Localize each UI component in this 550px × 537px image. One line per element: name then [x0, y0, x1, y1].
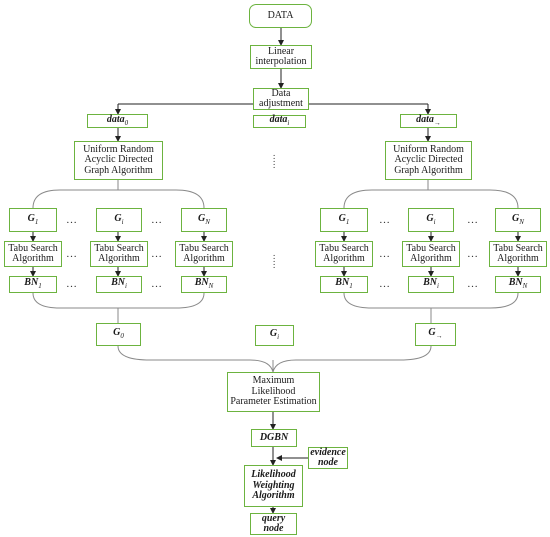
data-adjustment-node: Data adjustment	[253, 88, 309, 110]
tabu-1-right-node: Tabu Search Algorithm	[315, 241, 373, 267]
query-node: query node	[250, 513, 297, 535]
ellipsis-g-right-1: …	[379, 214, 391, 226]
linear-interpolation-node: Linear interpolation	[250, 45, 312, 69]
tabu-i-left-node: Tabu Search Algorithm	[90, 241, 148, 267]
g-n-right-node: GN	[495, 208, 541, 232]
ellipsis-tabu-right-1: …	[379, 248, 391, 260]
ellipsis-g-right-2: …	[467, 214, 479, 226]
ellipsis-tabu-right-2: …	[467, 248, 479, 260]
bn-1-left-node: BN1	[9, 276, 57, 293]
mle-node: Maximum Likelihood Parameter Estimation	[227, 372, 320, 412]
dataset-last-node: data→	[400, 114, 457, 128]
ellipsis-bn-right-1: …	[379, 278, 391, 290]
ellipsis-g-left-2: …	[151, 214, 163, 226]
g-1-right-node: G1	[320, 208, 368, 232]
bn-n-right-node: BNN	[495, 276, 541, 293]
tabu-n-right-node: Tabu Search Algorithm	[489, 241, 547, 267]
g-0-merged-node: G0	[96, 323, 141, 346]
bn-1-right-node: BN1	[320, 276, 368, 293]
tabu-n-left-node: Tabu Search Algorithm	[175, 241, 233, 267]
ellipsis-tabu-left-2: …	[151, 248, 163, 260]
dataset-0-node: data0	[87, 114, 148, 128]
vertical-ellipsis-middle: .....	[273, 248, 276, 270]
likelihood-weighting-node: Likelihood Weighting Algorithm	[244, 465, 303, 507]
dgbn-node: DGBN	[251, 429, 297, 447]
ellipsis-bn-left-1: …	[66, 278, 78, 290]
ellipsis-g-left-1: …	[66, 214, 78, 226]
g-n-left-node: GN	[181, 208, 227, 232]
evidence-node: evidence node	[308, 447, 348, 469]
g-last-merged-node: G→	[415, 323, 456, 346]
vertical-ellipsis-top: .....	[273, 148, 276, 170]
tabu-1-left-node: Tabu Search Algorithm	[4, 241, 62, 267]
g-i-merged-node: Gi	[255, 325, 294, 346]
ellipsis-bn-left-2: …	[151, 278, 163, 290]
bn-i-right-node: BNi	[408, 276, 454, 293]
bn-n-left-node: BNN	[181, 276, 227, 293]
tabu-i-right-node: Tabu Search Algorithm	[402, 241, 460, 267]
g-i-right-node: Gi	[408, 208, 454, 232]
dataset-i-node: datai	[253, 115, 306, 128]
ellipsis-tabu-left-1: …	[66, 248, 78, 260]
uradg-right-node: Uniform Random Acyclic Directed Graph Al…	[385, 141, 472, 180]
ellipsis-bn-right-2: …	[467, 278, 479, 290]
bn-i-left-node: BNi	[96, 276, 142, 293]
data-source-node: DATA	[249, 4, 312, 28]
g-1-left-node: G1	[9, 208, 57, 232]
uradg-left-node: Uniform Random Acyclic Directed Graph Al…	[74, 141, 163, 180]
g-i-left-node: Gi	[96, 208, 142, 232]
